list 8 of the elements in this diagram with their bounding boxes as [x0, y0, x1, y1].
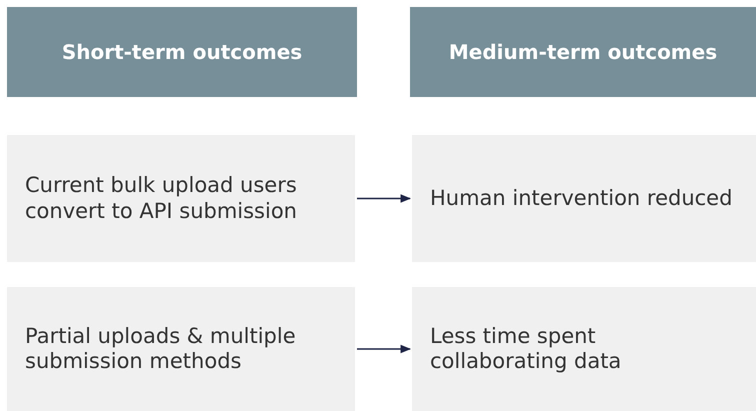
column-header: Medium-term outcomes [410, 7, 756, 97]
outcome-box: Partial uploads & multiple submission methods [7, 287, 355, 411]
arrow [357, 194, 412, 203]
arrow [357, 344, 412, 354]
column-header: Short-term outcomes [7, 7, 357, 97]
outcome-box: Less time spent collaborating data [412, 287, 756, 411]
outcome-box: Human intervention reduced [412, 135, 756, 262]
outcome-box: Current bulk upload users convert to API submission [7, 135, 355, 262]
